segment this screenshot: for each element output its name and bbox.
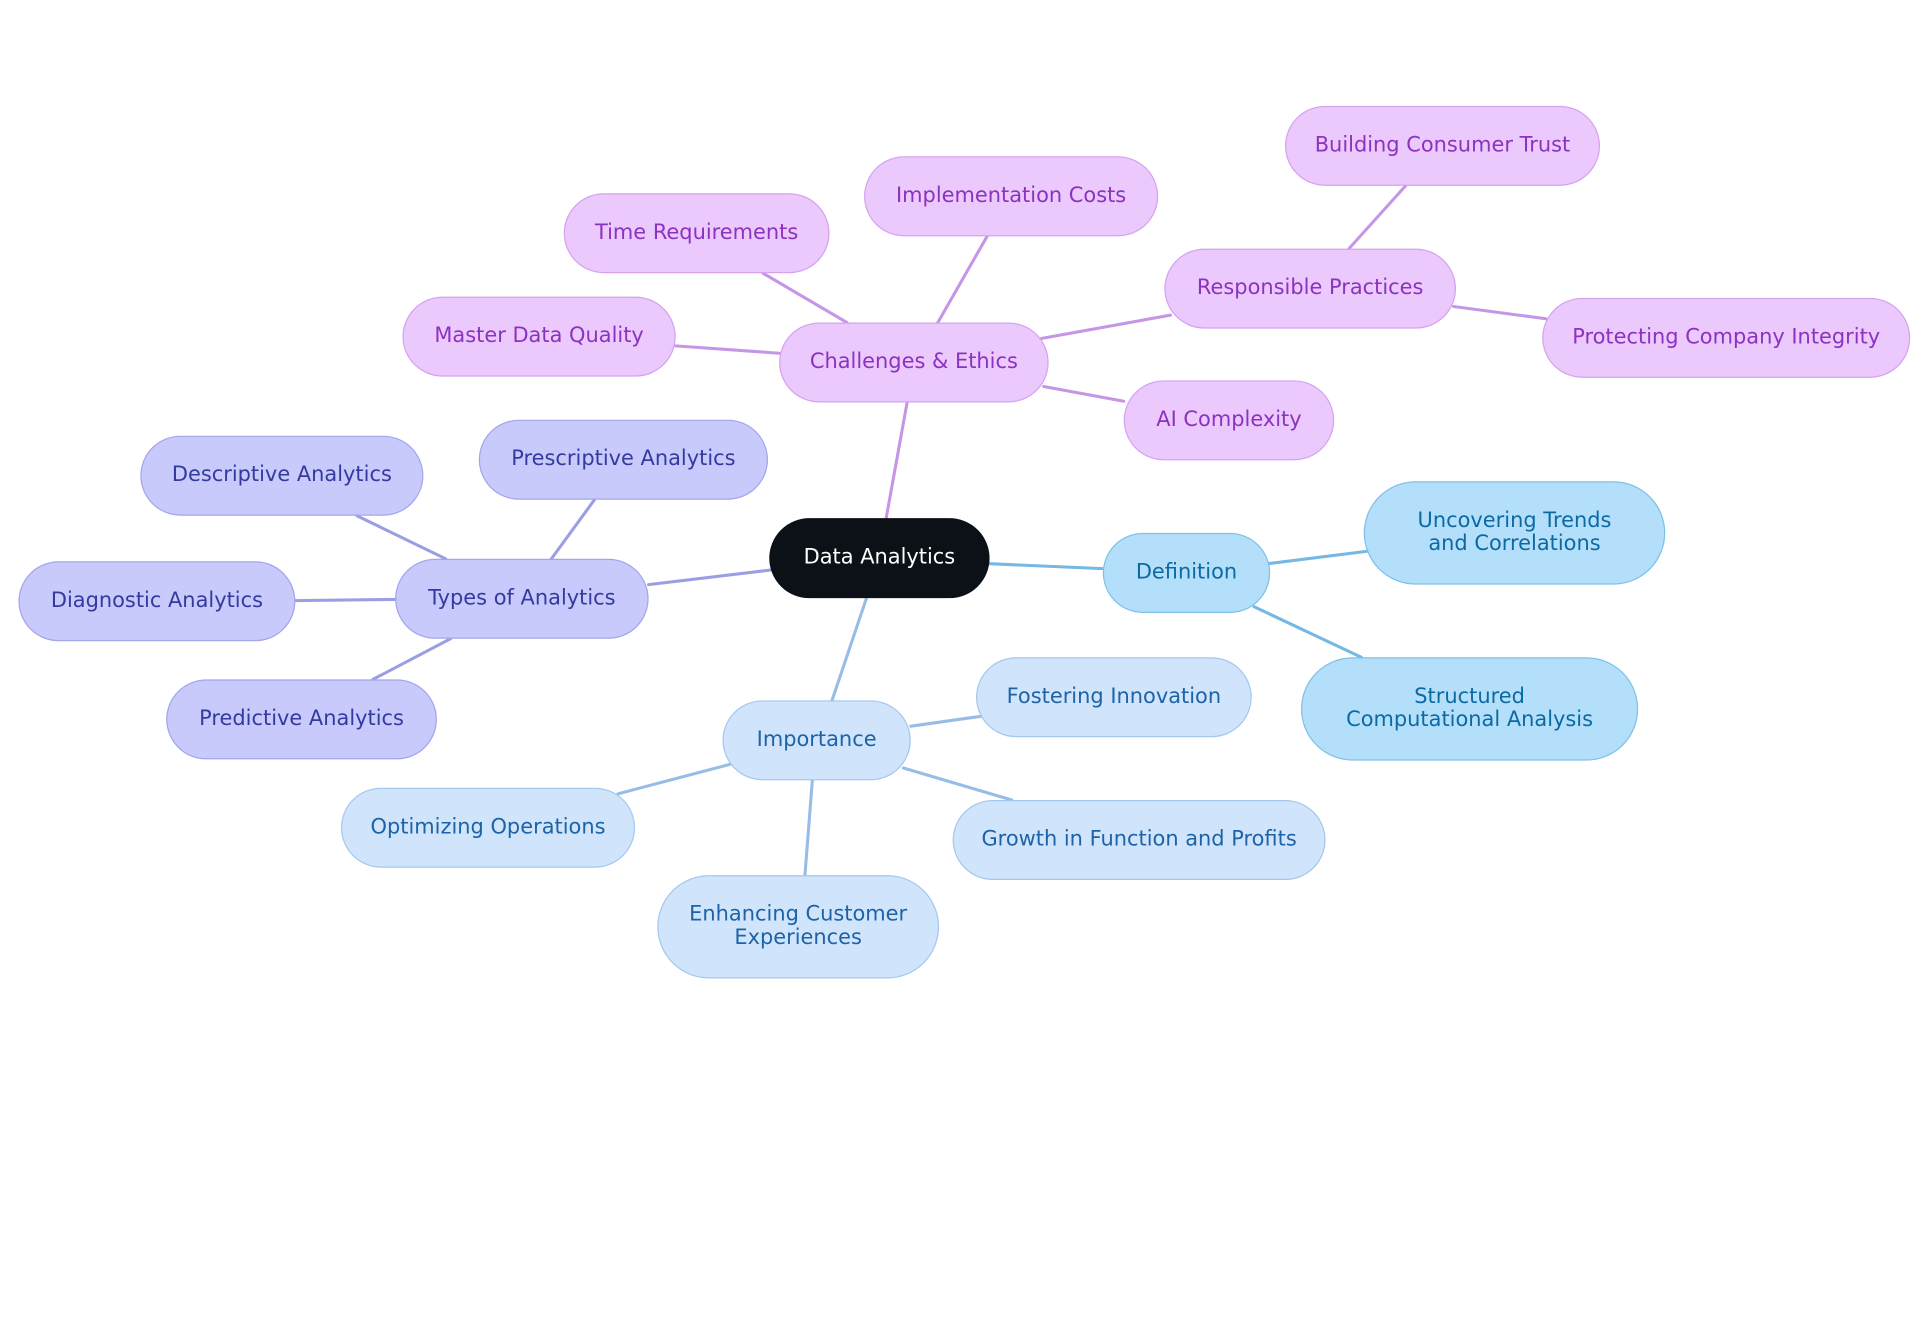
edge-challenges-implementation: [936, 234, 989, 325]
node-optimizing-operations[interactable]: Optimizing Operations: [340, 787, 636, 868]
node-implementation-costs[interactable]: Implementation Costs: [864, 156, 1159, 237]
edge-types-prescriptive: [549, 498, 597, 561]
edge-importance-growth: [901, 766, 1014, 802]
node-master-data-quality[interactable]: Master Data Quality: [402, 296, 676, 377]
edge-root-types: [647, 568, 774, 587]
node-importance[interactable]: Importance: [722, 700, 911, 781]
edge-types-descriptive: [355, 514, 448, 561]
edge-importance-innovation: [909, 714, 983, 728]
node-definition[interactable]: Definition: [1102, 532, 1271, 613]
node-diagnostic-analytics[interactable]: Diagnostic Analytics: [18, 561, 296, 642]
node-types-of-analytics[interactable]: Types of Analytics: [395, 558, 649, 639]
node-growth-function-profits[interactable]: Growth in Function and Profits: [952, 800, 1326, 881]
edge-definition-trends: [1266, 549, 1368, 566]
edge-challenges-time: [761, 271, 849, 325]
node-uncovering-trends[interactable]: Uncovering Trends and Correlations: [1363, 481, 1666, 585]
node-structured-analysis[interactable]: Structured Computational Analysis: [1300, 657, 1639, 761]
edge-challenges-ai: [1042, 384, 1126, 403]
edge-challenges-master-data: [674, 344, 781, 355]
edge-types-predictive: [371, 637, 453, 681]
node-descriptive-analytics[interactable]: Descriptive Analytics: [140, 435, 424, 516]
node-protecting-company-integrity[interactable]: Protecting Company Integrity: [1542, 297, 1911, 378]
edge-challenges-responsible: [1039, 313, 1173, 341]
node-prescriptive-analytics[interactable]: Prescriptive Analytics: [478, 419, 769, 500]
edge-root-importance: [830, 596, 869, 702]
edge-definition-structured: [1252, 605, 1363, 659]
node-data-analytics[interactable]: Data Analytics: [769, 518, 990, 599]
node-building-consumer-trust[interactable]: Building Consumer Trust: [1284, 105, 1601, 186]
edge-importance-customer: [803, 778, 814, 877]
node-fostering-innovation[interactable]: Fostering Innovation: [976, 657, 1252, 738]
edge-responsible-trust: [1347, 184, 1408, 251]
node-challenges-ethics[interactable]: Challenges & Ethics: [779, 322, 1049, 403]
node-predictive-analytics[interactable]: Predictive Analytics: [166, 679, 437, 760]
node-enhancing-customer-experiences[interactable]: Enhancing Customer Experiences: [657, 875, 940, 979]
edge-types-diagnostic: [293, 597, 397, 603]
edge-importance-operations: [616, 762, 732, 796]
edge-root-definition: [988, 562, 1105, 571]
node-responsible-practices[interactable]: Responsible Practices: [1164, 248, 1457, 329]
node-time-requirements[interactable]: Time Requirements: [563, 193, 830, 274]
edge-root-challenges: [884, 400, 909, 520]
node-ai-complexity[interactable]: AI Complexity: [1123, 380, 1335, 461]
connector-layer: [293, 184, 1548, 877]
edge-responsible-integrity: [1452, 304, 1548, 321]
